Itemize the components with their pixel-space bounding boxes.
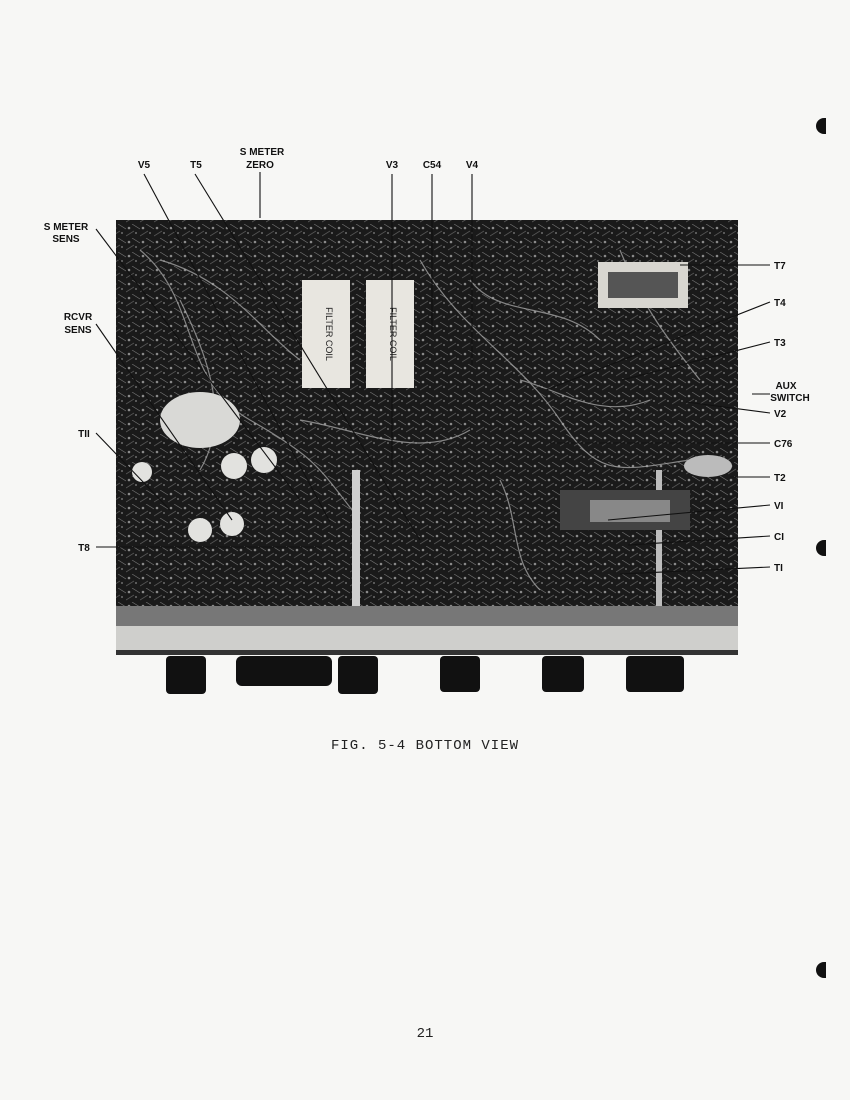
label-c1: CI bbox=[774, 532, 784, 543]
label-rcvr-sens-2: SENS bbox=[64, 325, 92, 336]
label-v2: V2 bbox=[774, 409, 787, 420]
chassis-photo: FILTER COIL FILTER COIL bbox=[116, 220, 738, 655]
page-number: 21 bbox=[416, 1026, 434, 1042]
binder-hole-mark-bottom bbox=[816, 962, 826, 978]
label-c54: C54 bbox=[423, 160, 442, 171]
figure-caption: FIG. 5-4 BOTTOM VIEW bbox=[330, 738, 520, 754]
label-c76: C76 bbox=[774, 439, 793, 450]
coil-right-label: FILTER COIL bbox=[388, 307, 398, 361]
label-t2: T2 bbox=[774, 473, 786, 484]
callout-labels: S METER ZERO V5 T5 V3 C54 V4 S METER SEN… bbox=[44, 147, 810, 574]
leader-lines bbox=[95, 172, 771, 575]
label-aux-switch-1: AUX bbox=[775, 381, 796, 392]
binder-hole-mark-top bbox=[816, 118, 826, 134]
label-s-meter-sens-2: SENS bbox=[52, 234, 80, 245]
label-v4: V4 bbox=[466, 160, 479, 171]
label-t8: T8 bbox=[78, 543, 90, 554]
label-aux-switch-2: SWITCH bbox=[770, 393, 809, 404]
label-t4: T4 bbox=[774, 298, 786, 309]
label-t5: T5 bbox=[190, 160, 202, 171]
label-v5: V5 bbox=[138, 160, 151, 171]
label-t1: TI bbox=[774, 563, 783, 574]
label-s-meter-zero-2: ZERO bbox=[246, 160, 274, 171]
label-v1: VI bbox=[774, 501, 784, 512]
front-knobs bbox=[166, 656, 684, 694]
label-s-meter-zero-1: S METER bbox=[240, 147, 285, 158]
label-t11: TII bbox=[78, 429, 90, 440]
label-t3: T3 bbox=[774, 338, 786, 349]
label-rcvr-sens-1: RCVR bbox=[64, 312, 93, 323]
label-t7: T7 bbox=[774, 261, 786, 272]
label-v3: V3 bbox=[386, 160, 399, 171]
coil-left-label: FILTER COIL bbox=[324, 307, 334, 361]
binder-hole-mark-middle bbox=[816, 540, 826, 556]
label-s-meter-sens-1: S METER bbox=[44, 222, 89, 233]
